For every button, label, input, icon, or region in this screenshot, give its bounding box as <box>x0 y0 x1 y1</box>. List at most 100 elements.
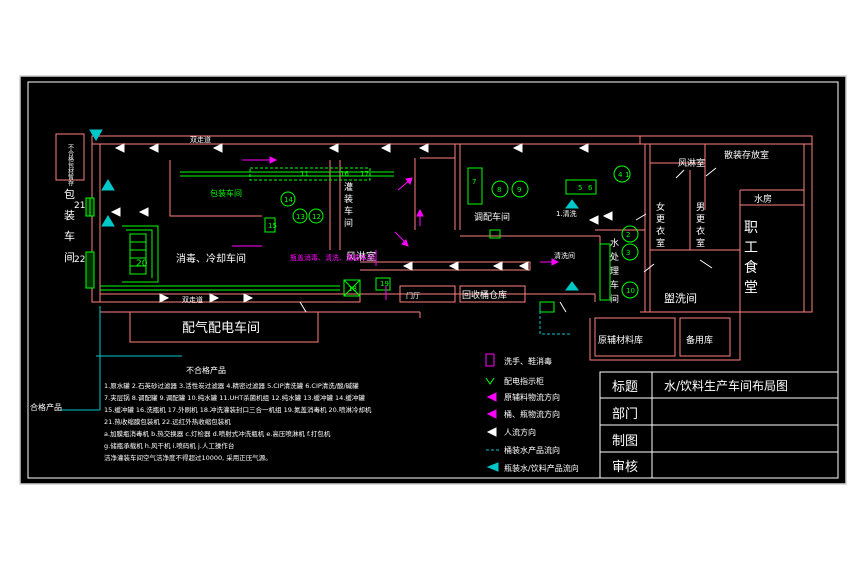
legend-people-flow: 人流方向 <box>504 427 536 437</box>
fill-room-char-1: 灌 <box>344 181 353 193</box>
packing-room-char-3: 车 <box>64 229 75 243</box>
water-treat-char-4: 车 <box>610 279 619 291</box>
legend-bottle-flow: 桶、瓶物流方向 <box>504 409 560 419</box>
spare-store-label: 备用库 <box>686 334 713 346</box>
left-strip: 不合格包材暂存 <box>67 144 74 186</box>
equip-num-18: 18 <box>348 285 357 293</box>
legend-bucket-product: 桶装水产品流向 <box>504 445 560 455</box>
legend-panel: 配电指示柜 <box>504 376 544 386</box>
packing-machine-22: 22 <box>74 255 85 265</box>
note-line-2: 7.夹层锅 8.调配罐 9.调配罐 10.纯水罐 11.UHT杀菌机组 12.纯… <box>104 393 365 402</box>
equip-num-5: 5 <box>578 184 582 192</box>
equip-num-10: 10 <box>626 287 635 295</box>
water-treat-char-3: 理 <box>610 266 619 277</box>
fill-room-char-2: 装 <box>344 193 353 205</box>
female-locker-char-3: 衣 <box>656 225 665 237</box>
female-locker-char-4: 室 <box>656 237 665 249</box>
fill-room-char-3: 车 <box>344 205 353 217</box>
drawing-frame <box>27 81 839 479</box>
packing-room-char-1: 包 <box>64 188 75 201</box>
return-store-label: 回收桶仓库 <box>462 289 507 301</box>
equip-num-14: 14 <box>284 196 293 204</box>
equip-num-12: 12 <box>312 213 321 221</box>
canteen-char-1: 职 <box>744 220 758 236</box>
review-label: 审核 <box>612 460 638 475</box>
substation-label: 配气配电车间 <box>182 320 260 336</box>
packing-room-char-2: 装 <box>64 209 75 222</box>
male-locker-char-2: 更 <box>696 214 705 225</box>
title-block: 标题 水/饮料生产车间布局图 部门 制图 审核 <box>599 371 839 479</box>
left-strip-text: 不合格包材暂存 <box>67 144 74 186</box>
top-corridor-label: 双走道 <box>190 135 211 144</box>
note-line-5: a.加膜瓶消毒机 b.热交换器 c.灯检器 d.喷射式冲洗瓶机 e.高压喷淋机 … <box>104 429 331 438</box>
note-line-4: 21.热收缩膜包装机 22.远红外热收缩包装机 <box>104 417 231 426</box>
canteen-char-4: 堂 <box>744 280 758 296</box>
equipment-layer <box>85 165 639 313</box>
equip-num-8: 8 <box>497 186 501 194</box>
equip-num-11: 11 <box>300 170 309 178</box>
equip-num-13: 13 <box>296 213 305 221</box>
equip-num-15: 15 <box>268 222 277 230</box>
door-swings <box>299 167 717 313</box>
lobby-label: 门厅 <box>406 291 420 300</box>
cleaning-room-label: 清洗间 <box>554 251 575 260</box>
legend-hand-wash: 洗手、鞋消毒 <box>504 356 552 366</box>
male-locker-char-3: 衣 <box>696 225 705 237</box>
equip-num-1: 1 <box>625 171 629 179</box>
water-room-label: 水房 <box>754 193 772 205</box>
equip-num-4: 4 <box>618 171 623 179</box>
bucket-store-label: 散装存放室 <box>724 149 769 161</box>
packing-machine-21: 21 <box>74 201 85 211</box>
equip-num-9: 9 <box>517 186 521 194</box>
mixing-room-label: 调配车间 <box>474 211 510 223</box>
water-treat-char-2: 处 <box>610 251 619 263</box>
material-flow-layer <box>232 156 560 419</box>
note-line-3: 15.缓冲罐 16.洗瓶机 17.外刷机 18.冲洗灌装封口三合一机组 19.氮… <box>104 405 372 414</box>
wash-fill-area-label: 瓶盖消毒、清洗、灌装车间 <box>290 253 374 262</box>
canteen-char-2: 工 <box>744 240 758 256</box>
water-treat-char-5: 间 <box>610 293 619 305</box>
people-flow-layer <box>110 143 613 437</box>
male-locker-char-1: 男 <box>696 202 705 213</box>
female-locker-char-1: 女 <box>656 201 665 213</box>
qualified-product-label: 合格产品 <box>30 402 62 412</box>
drafter-label: 制图 <box>612 434 638 449</box>
legend-panel-symbol <box>485 377 495 385</box>
title-label: 标题 <box>612 380 638 395</box>
air-shower-label: 风淋室 <box>678 157 705 169</box>
raw-store-label: 原辅材料库 <box>598 334 643 346</box>
equip-num-19: 19 <box>380 280 389 288</box>
department-label: 部门 <box>612 407 638 422</box>
building-walls <box>55 133 813 361</box>
equip-num-16: 16 <box>340 170 349 178</box>
equip-num-7: 7 <box>472 178 476 186</box>
note-line-7: 洁净灌装车间空气洁净度不得超过10000, 采用正压气源。 <box>104 453 272 462</box>
note-line-6: g.储瓶承载机 h.风干机 i.喷码机 j.人工操作台 <box>104 441 234 450</box>
bottle-room-label: 包装车间 <box>210 188 242 198</box>
water-treat-char-1: 水 <box>610 237 619 249</box>
reject-product-label: 不合格产品 <box>186 365 226 375</box>
equip-num-2: 2 <box>626 231 630 239</box>
wash-step-label: 1.清洗 <box>556 209 577 218</box>
buffer-room-label: 风淋室 <box>346 250 376 263</box>
equipment-notes: 1.原水罐 2.石英砂过滤器 3.活性炭过滤器 4.精密过滤器 5.CIP清洗罐… <box>104 381 372 462</box>
legend-raw-flow: 原辅料物流方向 <box>504 392 560 402</box>
female-locker-char-2: 更 <box>656 214 665 225</box>
product-flow-layer <box>60 129 579 472</box>
canteen-char-3: 食 <box>744 259 758 276</box>
title-value: 水/饮料生产车间布局图 <box>664 378 788 393</box>
bottom-corridor-label: 双走道 <box>182 295 203 304</box>
male-locker-char-4: 室 <box>696 237 705 249</box>
wash-room-label: 盥洗间 <box>664 292 697 305</box>
note-line-1: 1.原水罐 2.石英砂过滤器 3.活性炭过滤器 4.精密过滤器 5.CIP清洗罐… <box>104 381 359 390</box>
packing-room-char-4: 间 <box>64 251 75 264</box>
legend-bottle-product: 瓶装水/饮料产品流向 <box>504 463 579 473</box>
disinfect-cool-room-label: 消毒、冷却车间 <box>176 252 246 265</box>
fill-room-char-4: 间 <box>344 217 353 229</box>
legend: 洗手、鞋消毒 配电指示柜 原辅料物流方向 桶、瓶物流方向 人流方向 桶装水产品流… <box>485 356 579 473</box>
equip-num-17: 17 <box>360 170 369 178</box>
equip-num-20: 20 <box>136 259 148 269</box>
equip-num-3: 3 <box>626 249 630 257</box>
